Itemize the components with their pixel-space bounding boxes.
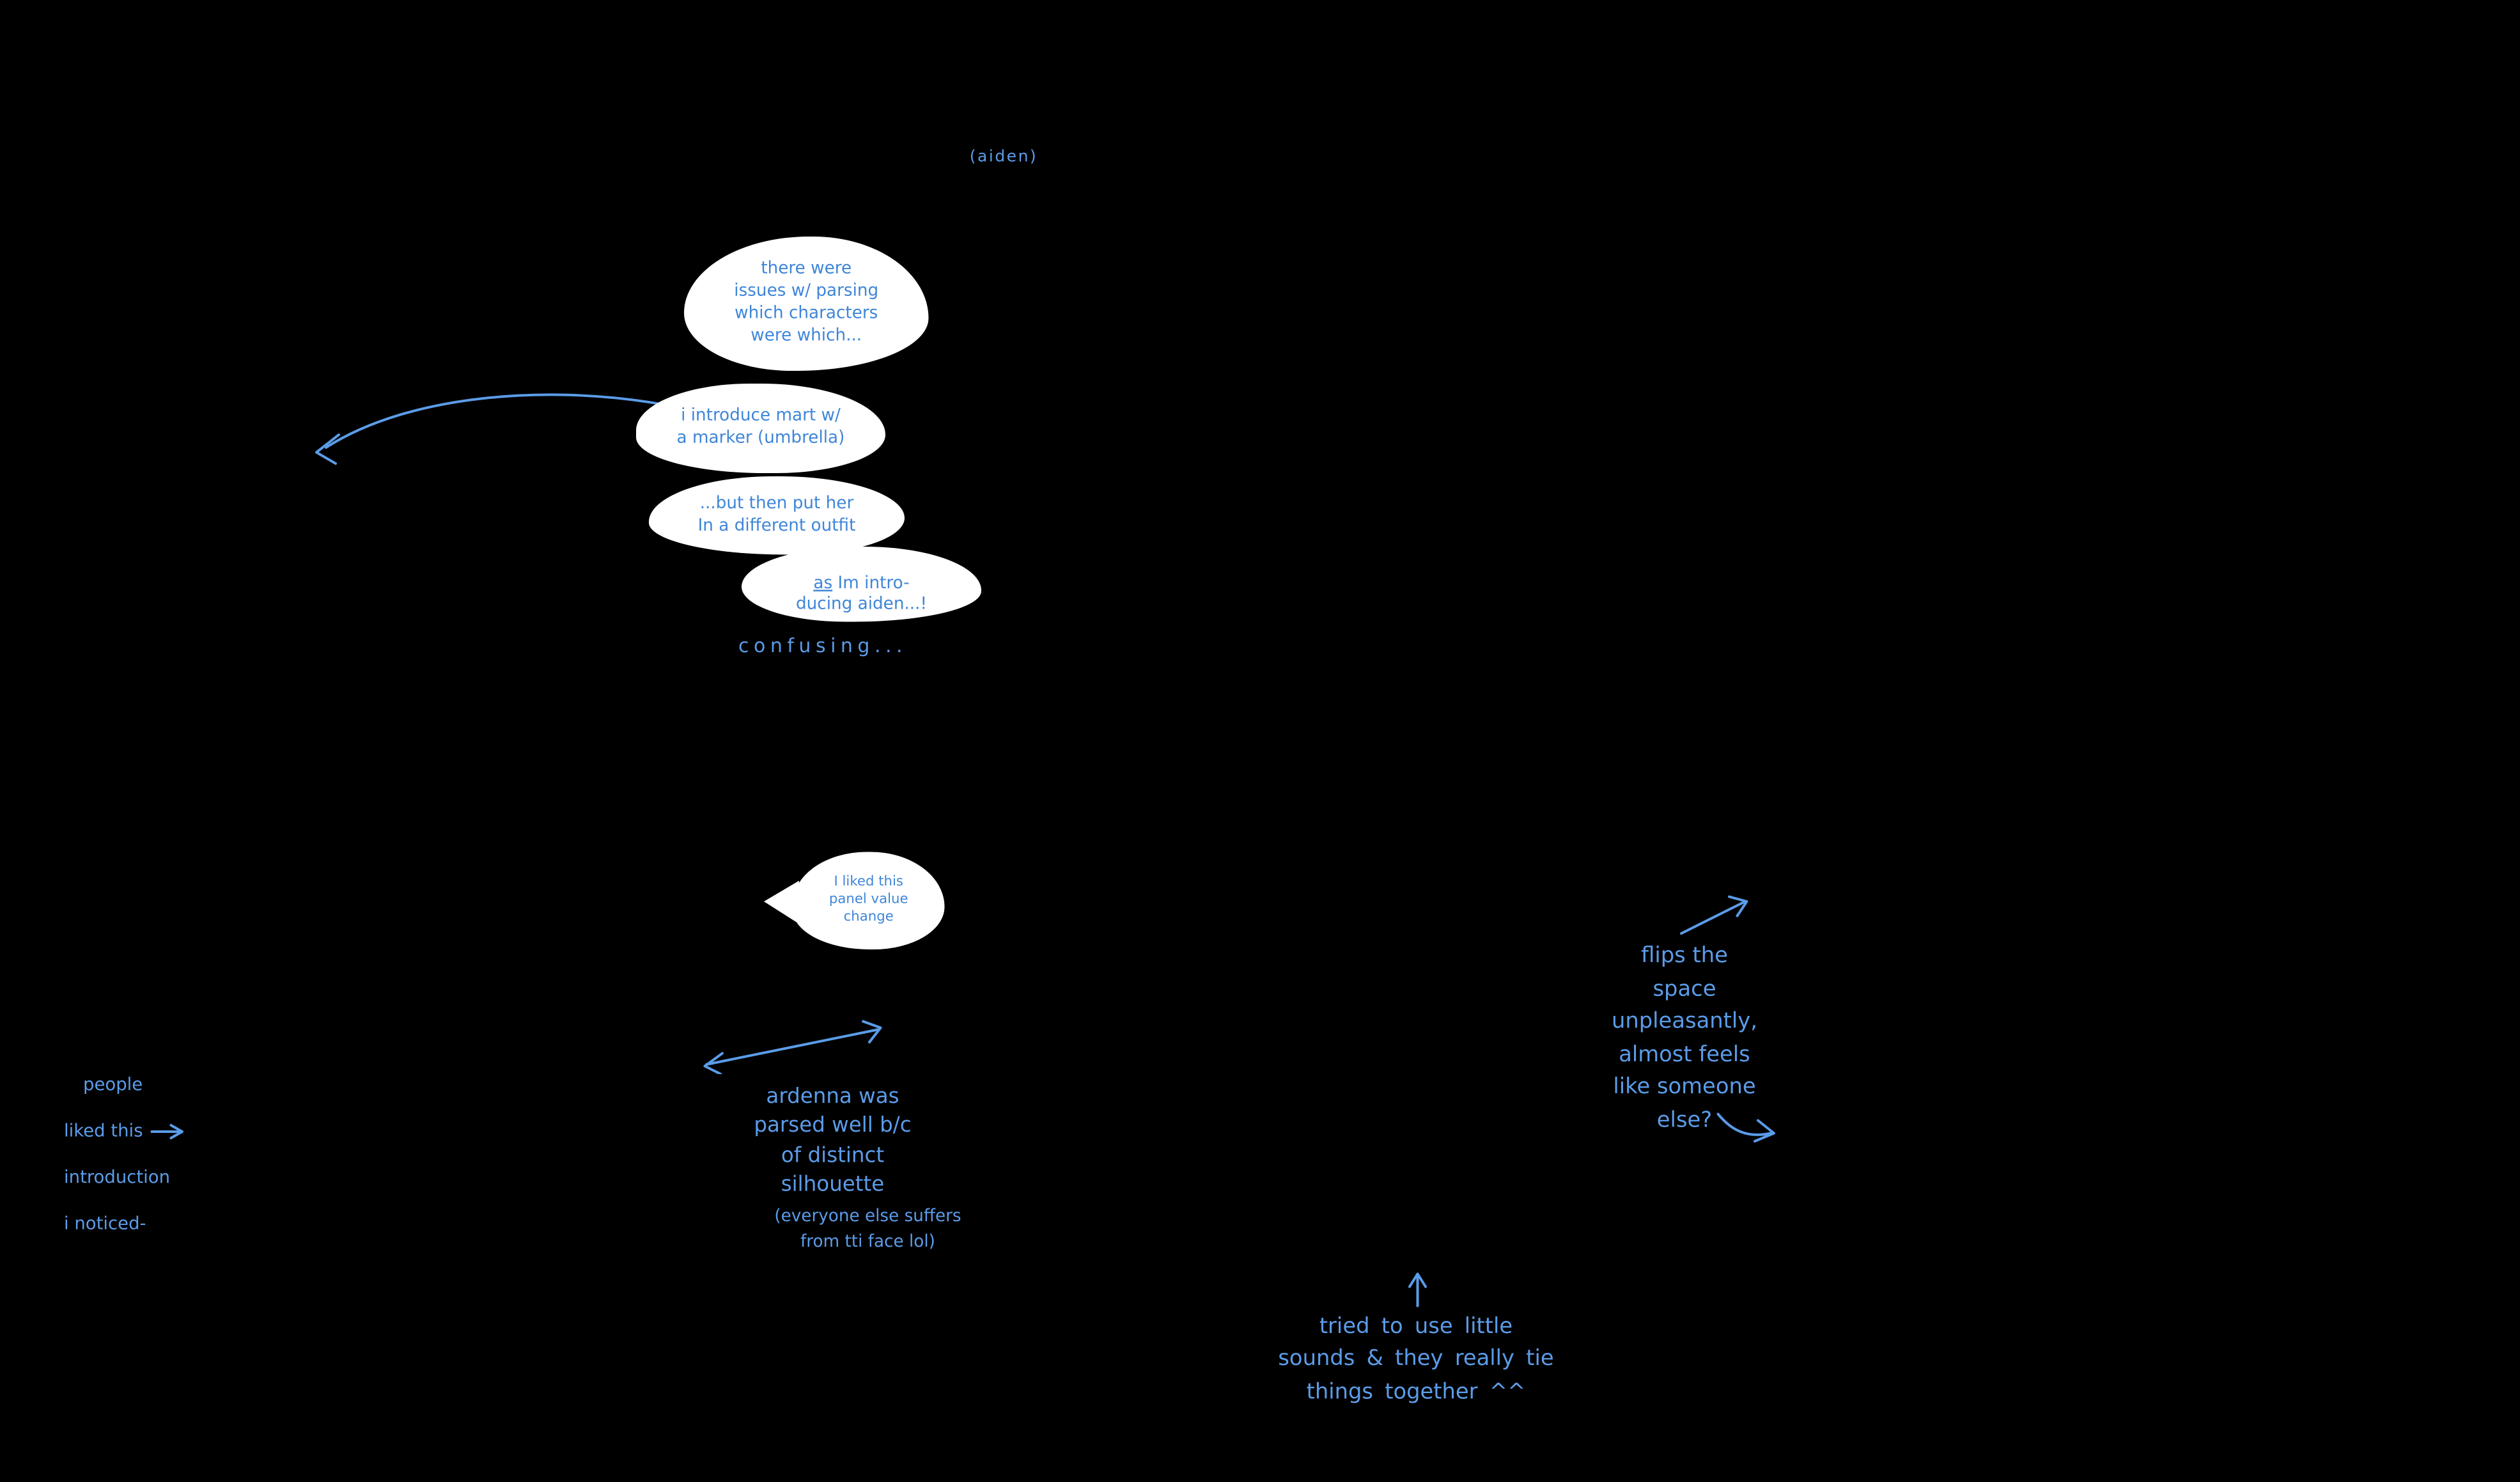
speech-bubble-parsing: there were issues w/ parsing which chara…: [684, 237, 929, 371]
double-diagonal-arrow-icon: [703, 1020, 882, 1074]
introducing-rest: Im intro- ducing aiden...!: [795, 573, 928, 615]
people-liked-line4: i noticed-: [64, 1212, 146, 1234]
panel-bubble-pointer-icon: [764, 880, 799, 924]
people-liked-line1: people: [83, 1073, 143, 1095]
people-liked-note: people liked this introduction i noticed…: [64, 1050, 192, 1260]
speech-bubble-introducing-aiden: as Im intro- ducing aiden...!: [742, 547, 981, 622]
bubble-tail-arrow-icon: [315, 393, 673, 465]
everyone-else-note: (everyone else suffers from tti face lol…: [774, 1206, 961, 1252]
speech-bubble-introduce-mart: i introduce mart w/ a marker (umbrella): [636, 384, 885, 473]
up-arrow-icon: [1408, 1272, 1427, 1307]
little-sounds-note: tried to use little sounds & they really…: [1278, 1314, 1554, 1405]
ardenna-parsed-note: ardenna was parsed well b/c of distinct …: [754, 1085, 912, 1198]
speech-bubble-parsing-text: there were issues w/ parsing which chara…: [734, 259, 879, 345]
speech-bubble-panel-value: I liked this panel value change: [793, 852, 945, 949]
flips-space-note: flips the space unpleasantly, almost fee…: [1611, 943, 1757, 1133]
underlined-as: as: [813, 573, 833, 593]
people-liked-line2-row: liked this: [64, 1119, 192, 1143]
right-arrow-icon: [151, 1123, 185, 1139]
speech-bubble-panel-value-text: I liked this panel value change: [828, 873, 908, 926]
speech-bubble-different-outfit: ...but then put her In a different outfi…: [649, 476, 905, 555]
speech-bubble-different-outfit-text: ...but then put her In a different outfi…: [697, 493, 856, 535]
speech-bubble-introduce-mart-text: i introduce mart w/ a marker (umbrella): [676, 406, 845, 448]
speech-bubble-introducing-aiden-text: as Im intro- ducing aiden...!: [796, 551, 927, 618]
confusing-note: confusing...: [738, 634, 908, 657]
people-liked-line3: introduction: [64, 1166, 171, 1187]
aiden-label: (aiden): [969, 148, 1038, 167]
people-liked-line2: liked this: [64, 1119, 143, 1141]
down-right-arrow-icon: [1716, 1112, 1775, 1143]
up-right-arrow-icon: [1680, 895, 1748, 935]
